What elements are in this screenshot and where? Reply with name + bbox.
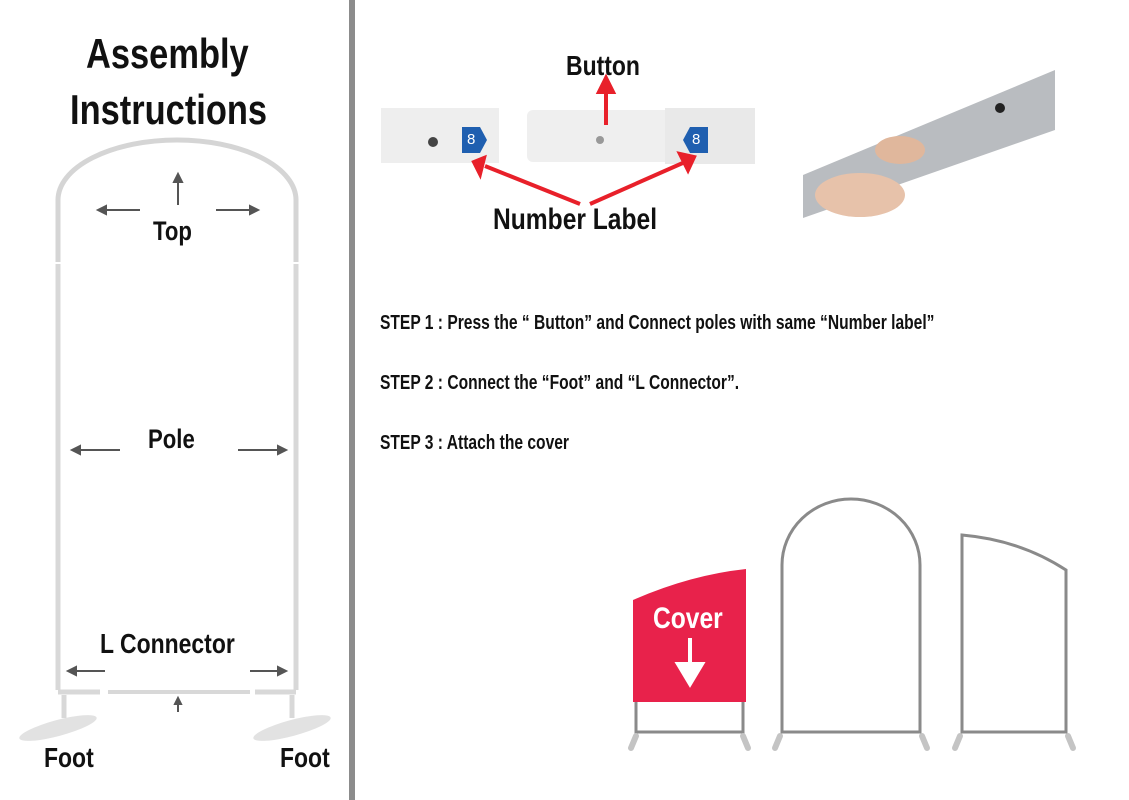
red-arrows	[471, 73, 697, 206]
pole-closeup-photo	[381, 108, 755, 164]
divider	[349, 0, 355, 800]
number-tag-left: 8	[467, 131, 476, 148]
frame-arrows	[65, 171, 289, 712]
foot-right-shape	[253, 715, 331, 741]
callout-button: Button	[566, 50, 640, 81]
hand-pole-photo	[803, 66, 1055, 218]
title-line1: Assembly	[86, 30, 249, 77]
arch-frame-stand	[772, 497, 930, 751]
label-pole: Pole	[148, 424, 195, 454]
step-1: STEP 1 : Press the “ Button” and Connect…	[380, 312, 935, 334]
slant-frame-stand	[952, 533, 1076, 751]
cover-label: Cover	[653, 602, 723, 635]
label-top: Top	[153, 216, 192, 246]
callout-number-label: Number Label	[493, 203, 658, 236]
title-line2: Instructions	[70, 86, 268, 133]
label-foot-left: Foot	[44, 742, 94, 773]
label-l-connector: L Connector	[100, 628, 235, 659]
frame-diagram	[55, 137, 299, 718]
label-foot-right: Foot	[280, 742, 330, 773]
number-tag-right: 8	[692, 131, 701, 148]
cover-stand	[628, 569, 751, 751]
foot-left-shape	[19, 715, 97, 741]
step-3: STEP 3 : Attach the cover	[380, 432, 569, 454]
step-2: STEP 2 : Connect the “Foot” and “L Conne…	[380, 372, 740, 394]
